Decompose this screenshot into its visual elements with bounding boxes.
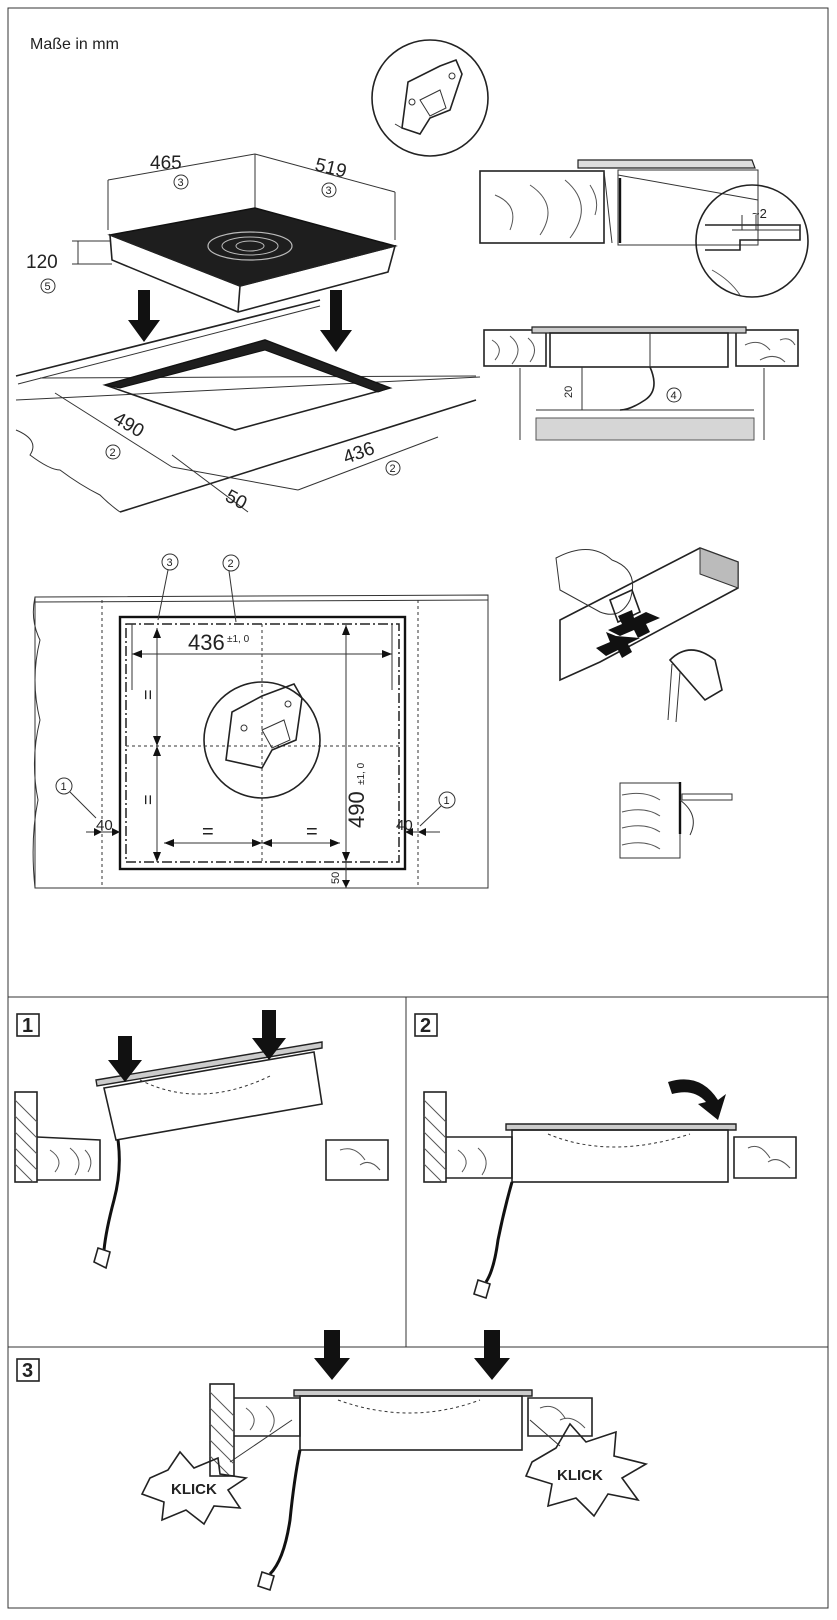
cutout-plan-view: 436 ±1, 0 490 ±1, 0 = = = = 40 (32, 553, 489, 889)
plan-cutout-depth: 490 (344, 791, 369, 828)
dim-cutout-depth-label: 490 (110, 408, 148, 442)
ref-height: 5 (45, 281, 51, 293)
plan-cutout-width: 436 (188, 630, 225, 655)
plan-clip-circle (203, 681, 321, 799)
dim-width-label: 465 (150, 153, 182, 174)
plan-equal-1: = (202, 821, 214, 843)
worktop-break-line (15, 429, 121, 513)
plan-equal-v1: = (138, 689, 158, 700)
screw-detail (619, 782, 733, 859)
step-3-number: 3 (22, 1360, 33, 1382)
plan-ref-top-right: 2 (228, 558, 234, 570)
step-2-panel: 2 (414, 1013, 797, 1300)
hob-glass-top (107, 207, 398, 287)
clip-detail-circle (371, 39, 489, 157)
hammer-head (668, 649, 723, 702)
cutout-outer (118, 615, 407, 871)
plan-min-side-right: 40 (396, 817, 413, 834)
dim-cutout-width-label: 436 (341, 438, 378, 469)
units-label: Maße in mm (30, 36, 119, 53)
step-1-number: 1 (22, 1015, 33, 1037)
dim-line-width (107, 153, 256, 181)
ref-cutout-depth: 2 (110, 447, 116, 459)
hob-isometric: 465 3 519 3 120 5 490 2 436 2 50 (15, 153, 481, 514)
hand (555, 549, 634, 615)
klick-burst-left (140, 1450, 249, 1526)
ref-cutout-width: 2 (390, 463, 396, 475)
arrow-down-left (128, 290, 160, 342)
sheet-frame (7, 7, 829, 1609)
plan-cutout-depth-tol: ±1, 0 (356, 762, 367, 785)
plan-ref-top-left: 3 (167, 557, 173, 569)
side-section-detail: ~2 (479, 159, 809, 298)
worktop-front-edge (119, 399, 477, 513)
klick-right: KLICK (557, 1467, 603, 1484)
plan-equal-v2: = (138, 794, 158, 805)
clip (608, 588, 642, 624)
ref-cable: 4 (671, 390, 677, 402)
ref-width: 3 (178, 177, 184, 189)
hob-edge (577, 159, 756, 169)
plan-min-side-left: 40 (96, 817, 113, 834)
installed-section-detail: 20 4 (483, 326, 799, 441)
plan-ref-side-right: 1 (444, 795, 450, 807)
plan-front-distance: 50 (330, 872, 342, 884)
dim-height-label: 120 (26, 252, 58, 273)
plan-equal-2: = (306, 821, 318, 843)
klick-left: KLICK (171, 1481, 217, 1498)
step-2-number: 2 (420, 1015, 431, 1037)
gap-label: ~2 (752, 206, 767, 221)
worktop-plan (34, 594, 489, 889)
cutout-inner (125, 623, 400, 863)
plan-ref-side-left: 1 (61, 781, 67, 793)
worktop-section (479, 170, 605, 244)
cooking-zone-outer (207, 231, 293, 261)
plan-cutout-width-tol: ±1, 0 (227, 634, 250, 645)
step-1-panel: 1 (14, 1010, 389, 1270)
rotate-arrow (668, 1079, 726, 1120)
klick-burst-right (524, 1422, 649, 1518)
dim-line-depth (254, 153, 396, 193)
clip-insertion-illustration (555, 547, 739, 723)
dim-depth-label: 519 (313, 154, 349, 182)
clearance-label: 20 (563, 386, 575, 398)
step-3-panel: 3 KLICK KLICK (16, 1330, 649, 1592)
worktop-back-edge (15, 376, 481, 401)
arrow-down-right (320, 290, 352, 352)
ref-depth: 3 (326, 185, 332, 197)
gap-detail-circle (695, 184, 809, 298)
